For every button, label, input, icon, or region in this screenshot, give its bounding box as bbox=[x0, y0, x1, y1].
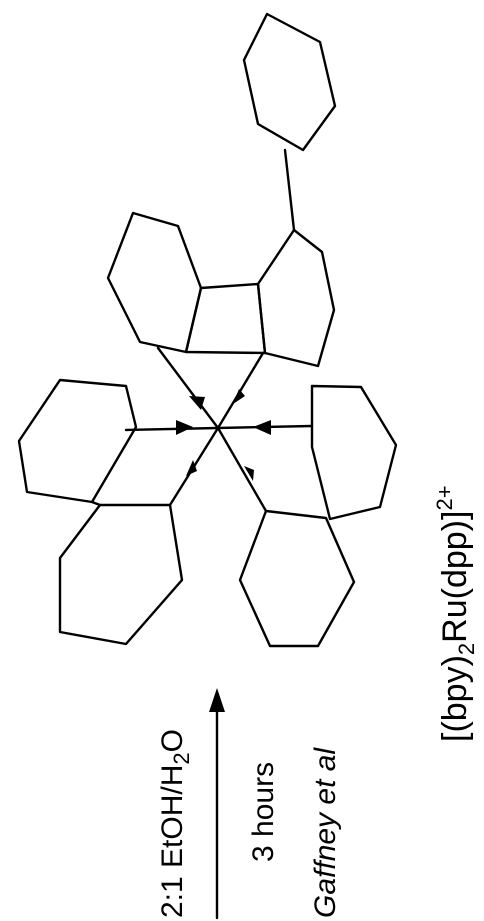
solvent-subscript: 2 bbox=[169, 752, 194, 764]
dpp-middle-ring bbox=[184, 282, 267, 355]
dpp-lower-ring bbox=[256, 228, 336, 368]
bond-to-bpy-left-upper bbox=[124, 426, 220, 432]
solvent-label: 2:1 EtOH/H2O bbox=[156, 729, 194, 918]
arrowhead-bpy-right-lower bbox=[244, 466, 254, 481]
coordination-bonds bbox=[124, 346, 314, 513]
bpy-right-upper-ring bbox=[310, 384, 398, 521]
solvent-tail: O bbox=[156, 729, 189, 752]
bpy-right-lower-ring bbox=[238, 509, 356, 648]
formula-middle: Ru(dpp)] bbox=[436, 511, 474, 643]
formula-superscript: 2+ bbox=[432, 485, 457, 510]
arrowhead-bpy-right-upper bbox=[253, 420, 271, 435]
bond-to-dpp-left bbox=[156, 346, 220, 430]
arrowhead-bpy-left-upper bbox=[176, 420, 193, 435]
formula-subscript: 2 bbox=[454, 643, 479, 655]
formula-lead: [(bpy) bbox=[436, 655, 474, 742]
reaction-arrow-head bbox=[209, 688, 225, 712]
reference-label: Gaffney et al bbox=[309, 747, 342, 918]
phenyl-link-bond bbox=[283, 148, 296, 232]
arrowhead-dpp-left bbox=[189, 396, 205, 410]
reaction-time-label: 3 hours bbox=[247, 762, 280, 862]
arrowhead-bpy-left-lower bbox=[186, 460, 197, 476]
arrowhead-dpp-right bbox=[233, 389, 245, 404]
bpy-left-outer-ring bbox=[17, 378, 138, 504]
ruthenium-complex-structure bbox=[17, 12, 398, 648]
dpp-upper-ring bbox=[106, 211, 203, 354]
bpy-left-inter-ring-bond bbox=[90, 500, 102, 507]
bpy-left-lower-ring bbox=[58, 503, 184, 646]
bond-to-dpp-right bbox=[216, 351, 265, 430]
reaction-conditions: 2:1 EtOH/H2O 3 hours Gaffney et al bbox=[156, 688, 342, 920]
bond-to-bpy-right-lower bbox=[216, 426, 268, 513]
solvent-lead: 2:1 EtOH/H bbox=[156, 765, 189, 918]
compound-formula-label: [(bpy)2Ru(dpp)]2+ bbox=[432, 485, 479, 742]
coordination-arrowheads bbox=[176, 389, 271, 481]
phenyl-ring bbox=[242, 12, 337, 152]
